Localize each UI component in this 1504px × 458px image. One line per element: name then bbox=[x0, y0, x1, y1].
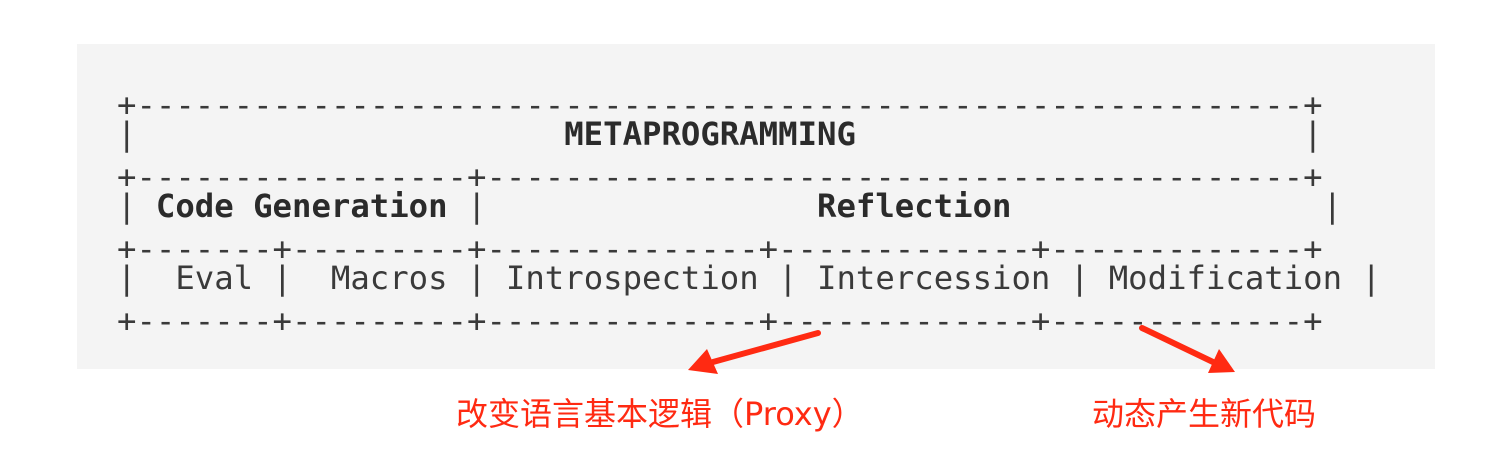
technique-macros: Macros bbox=[330, 259, 448, 297]
technique-intercession: Intercession bbox=[817, 259, 1051, 297]
ascii-row-techniques: | Eval | Macros | Introspection | Interc… bbox=[117, 259, 1381, 297]
arrow-to-modification bbox=[1139, 325, 1235, 373]
technique-eval: Eval bbox=[175, 259, 254, 297]
annotation-new-code: 动态产生新代码 bbox=[1092, 395, 1317, 433]
ascii-border-top: +---------------------------------------… bbox=[117, 86, 1323, 124]
ascii-border-categories-bottom: +-------+---------+--------------+------… bbox=[117, 230, 1323, 268]
diagram-title: METAPROGRAMMING bbox=[564, 115, 856, 153]
annotation-proxy: 改变语言基本逻辑（Proxy） bbox=[456, 395, 864, 433]
category-reflection: Reflection bbox=[817, 187, 1012, 225]
arrow-to-intercession bbox=[688, 330, 821, 374]
technique-modification: Modification bbox=[1108, 259, 1343, 297]
ascii-row-categories: | Code Generation | Reflection | bbox=[117, 187, 1343, 225]
code-block: +---------------------------------------… bbox=[77, 44, 1435, 369]
ascii-border-bottom: +-------+---------+--------------+------… bbox=[117, 302, 1323, 340]
technique-introspection: Introspection bbox=[505, 259, 759, 297]
ascii-border-title-bottom: +-----------------+---------------------… bbox=[117, 158, 1323, 196]
category-code-generation: Code Generation bbox=[155, 187, 448, 225]
ascii-row-title: | METAPROGRAMMING | bbox=[117, 115, 1323, 153]
